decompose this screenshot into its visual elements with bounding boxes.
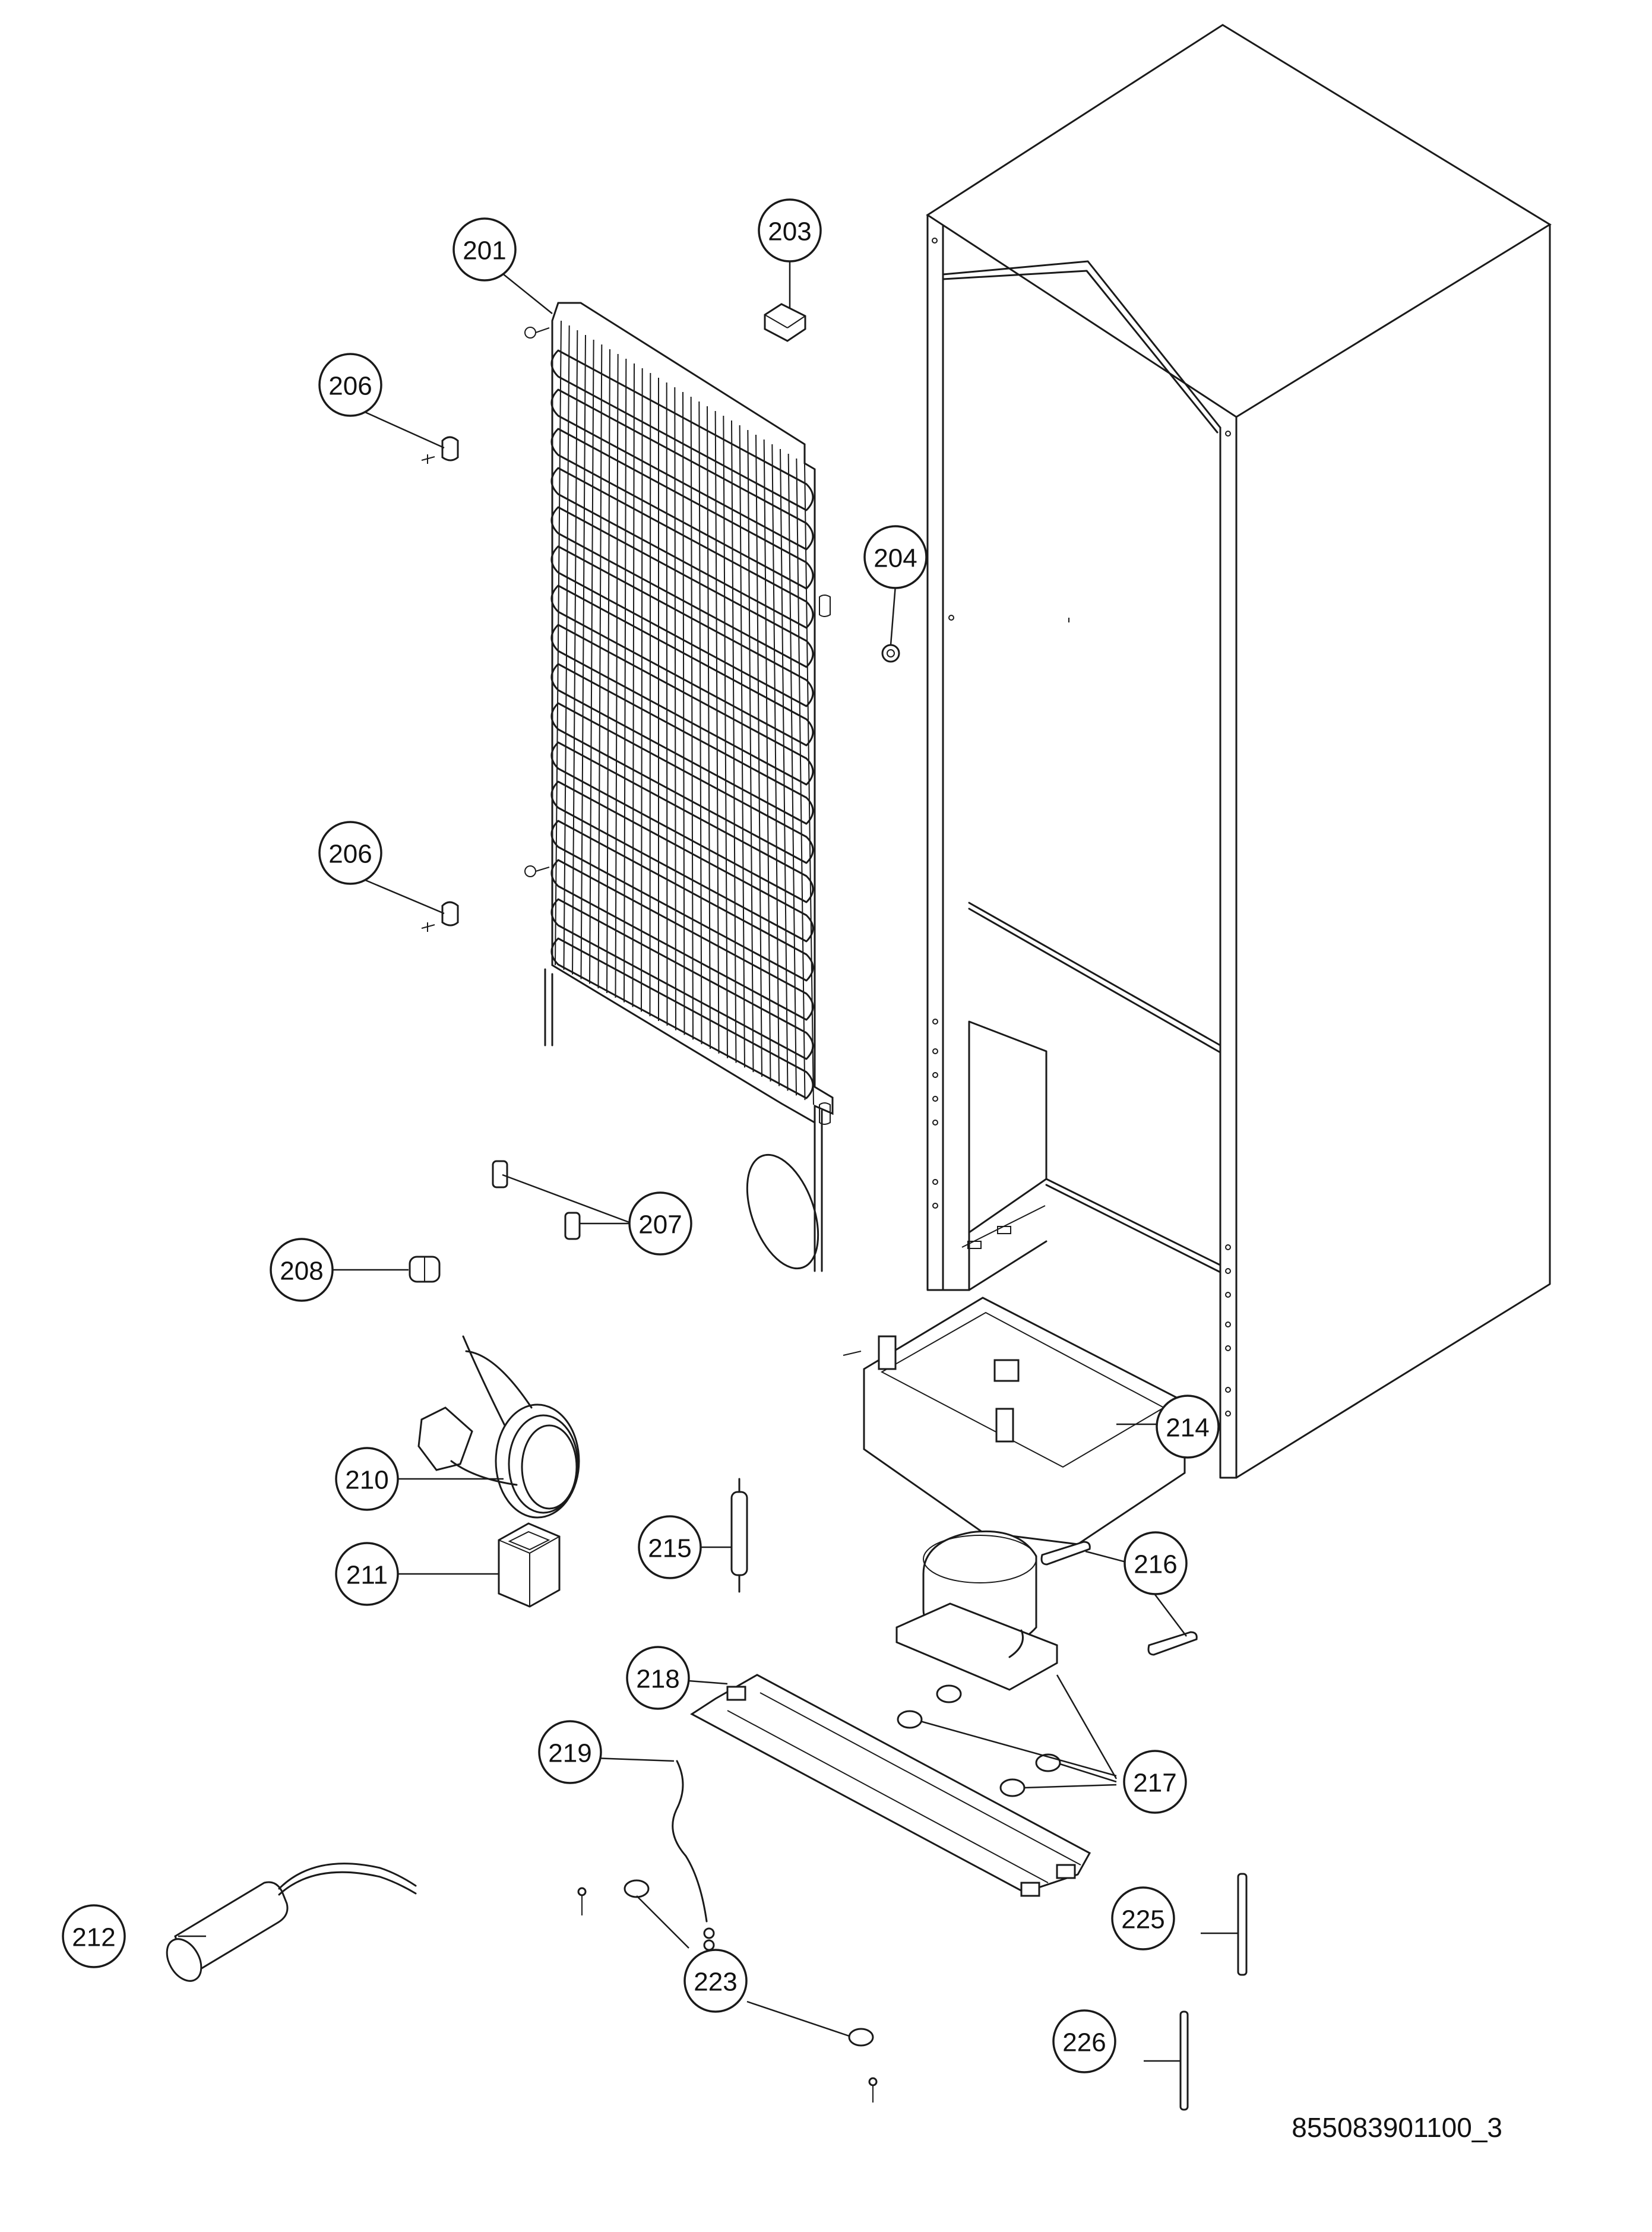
svg-text:204: 204 <box>874 544 917 573</box>
condenser-wire <box>563 325 570 970</box>
svg-text:217: 217 <box>1133 1769 1176 1798</box>
box-211 <box>498 1522 561 1608</box>
svg-text:212: 212 <box>72 1923 115 1952</box>
rubber-feet-217 <box>897 1684 1061 1797</box>
drip-tray-214 <box>843 1297 1186 1545</box>
tube-226 <box>1179 2010 1189 2111</box>
callout-204: 204 <box>863 525 928 589</box>
callout-218: 218 <box>626 1646 690 1710</box>
callout-207: 207 <box>628 1191 692 1256</box>
condenser-wire <box>555 320 562 966</box>
condenser-tube-loop <box>550 859 814 1021</box>
callout-225: 225 <box>1111 1886 1175 1950</box>
svg-text:223: 223 <box>694 1968 737 1997</box>
cabinet <box>926 24 1552 1479</box>
callout-216: 216 <box>1124 1531 1188 1595</box>
condenser <box>524 302 834 1272</box>
condenser-tube-loop <box>550 937 814 1099</box>
svg-text:211: 211 <box>346 1561 388 1590</box>
washer-223 <box>624 1879 878 2103</box>
condenser-tube-loop <box>550 428 814 590</box>
condenser-tube-loop <box>550 820 814 982</box>
callout-210: 210 <box>335 1447 399 1511</box>
condenser-wire <box>649 372 651 1017</box>
spacer-207 <box>492 1160 581 1240</box>
leader-lines <box>178 258 1238 2062</box>
power-cord-210 <box>417 1335 580 1519</box>
base-plate-218 <box>690 1674 1091 1897</box>
svg-text:218: 218 <box>636 1665 679 1694</box>
condenser-tube-loop <box>550 506 814 668</box>
callout-219: 219 <box>538 1720 602 1784</box>
callout-212: 212 <box>62 1904 126 1968</box>
condenser-tube-loop <box>550 741 814 903</box>
callout-203: 203 <box>758 198 822 263</box>
bushing-208 <box>409 1256 441 1283</box>
condenser-bracket-206-lower <box>421 901 459 932</box>
svg-text:201: 201 <box>463 236 506 265</box>
condenser-tube-loop <box>550 898 814 1060</box>
callout-206-lower: 206 <box>318 821 382 885</box>
svg-text:207: 207 <box>638 1210 682 1240</box>
callout-201: 201 <box>452 217 517 282</box>
callout-223: 223 <box>683 1949 748 2013</box>
condenser-tube-loop <box>550 467 814 629</box>
svg-text:210: 210 <box>345 1466 388 1495</box>
svg-text:216: 216 <box>1134 1550 1177 1579</box>
svg-text:214: 214 <box>1166 1414 1209 1443</box>
svg-text:208: 208 <box>280 1257 323 1286</box>
callout-226: 226 <box>1052 2009 1116 2073</box>
clamp-216 <box>1040 1541 1198 1656</box>
callout-208: 208 <box>270 1238 334 1302</box>
svg-text:226: 226 <box>1062 2028 1106 2057</box>
svg-text:203: 203 <box>768 217 811 246</box>
callout-206-upper: 206 <box>318 353 382 417</box>
svg-text:215: 215 <box>648 1534 691 1563</box>
condenser-wire <box>796 458 806 1101</box>
svg-text:206: 206 <box>328 840 372 869</box>
clip-203 <box>764 303 806 342</box>
grommet-204 <box>881 644 900 663</box>
callout-214: 214 <box>1156 1395 1220 1459</box>
svg-text:206: 206 <box>328 372 372 401</box>
condenser-wire <box>572 330 578 975</box>
condenser-bracket-206-upper <box>421 436 459 464</box>
condenser-tube-loop <box>550 545 814 707</box>
tube-225 <box>1237 1873 1248 1976</box>
condenser-tube-loop <box>550 702 814 864</box>
svg-text:219: 219 <box>548 1739 591 1768</box>
earth-wire-219 <box>577 1760 715 1973</box>
condenser-tube-loop <box>550 780 814 943</box>
callout-217: 217 <box>1123 1750 1187 1814</box>
compressor <box>895 1530 1058 1691</box>
filter-drier-215 <box>730 1478 748 1593</box>
drawing-code: 855083901100_3 <box>1292 2112 1502 2143</box>
condenser-tube-loop <box>550 349 814 511</box>
condenser-tube-loop <box>550 624 814 786</box>
condenser-tube-loop <box>550 388 814 551</box>
condenser-tube-loop <box>550 584 814 747</box>
callout-211: 211 <box>335 1542 399 1606</box>
svg-text:225: 225 <box>1121 1905 1164 1934</box>
capacitor-212 <box>166 1863 417 1982</box>
condenser-tube-loop <box>550 663 814 825</box>
callout-215: 215 <box>638 1515 702 1579</box>
condenser-wire <box>804 463 814 1105</box>
